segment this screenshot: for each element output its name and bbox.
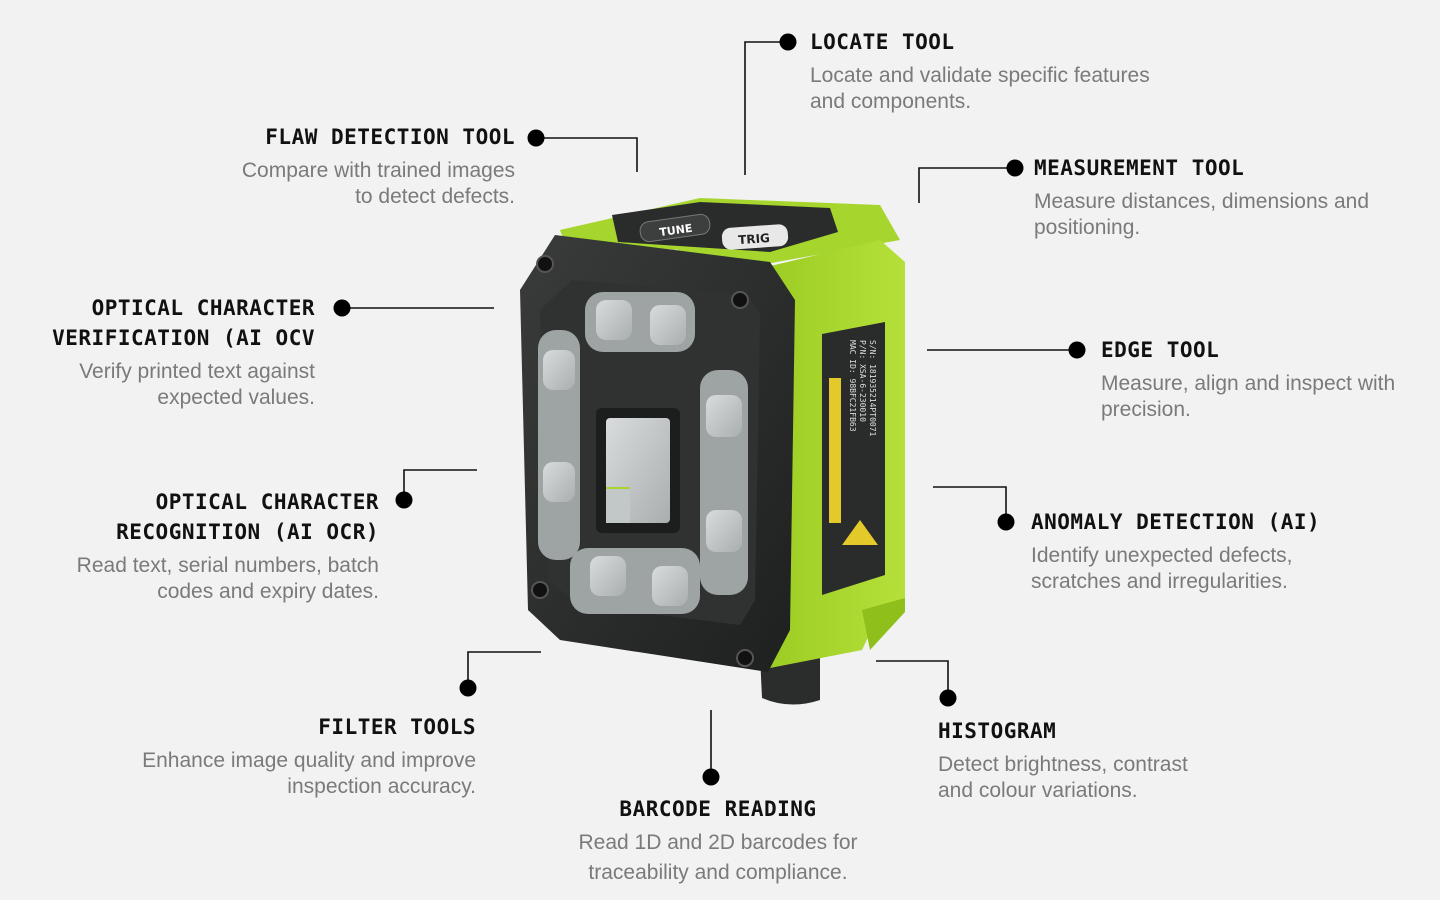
callout-description: Identify unexpected defects, scratches a… xyxy=(1031,544,1293,593)
callout-title: OPTICAL CHARACTER VERIFICATION (AI OCV xyxy=(52,296,315,350)
callout-description: Locate and validate specific features an… xyxy=(810,64,1150,113)
callout-title: EDGE TOOL xyxy=(1101,338,1220,362)
label-text: MAC ID: 98BFC21FB63 xyxy=(848,340,857,432)
callout-ocr: OPTICAL CHARACTER RECOGNITION (AI OCR) R… xyxy=(10,487,379,605)
dot-measurement xyxy=(1006,159,1024,177)
dot-edge xyxy=(1068,341,1086,359)
callout-measurement-tool: MEASUREMENT TOOL Measure distances, dime… xyxy=(1034,153,1429,241)
callout-title: MEASUREMENT TOOL xyxy=(1034,156,1245,180)
callout-description: Enhance image quality and improve inspec… xyxy=(142,749,476,798)
callout-description: Read text, serial numbers, batch codes a… xyxy=(76,554,379,603)
dot-histogram xyxy=(939,689,957,707)
svg-text:S/N: 181935214PT0071: S/N: 181935214PT0071 xyxy=(868,340,877,437)
illumination-leds xyxy=(538,292,748,614)
callout-filter-tools: FILTER TOOLS Enhance image quality and i… xyxy=(76,712,476,800)
leader-anomaly xyxy=(933,486,1007,522)
callout-title: BARCODE READING xyxy=(619,797,817,821)
dot-locate xyxy=(779,33,797,51)
screw xyxy=(531,581,549,599)
leader-filter xyxy=(467,651,541,688)
tune-text: TUNE xyxy=(659,222,694,239)
dot-anomaly xyxy=(997,513,1015,531)
callout-description: Measure distances, dimensions and positi… xyxy=(1034,190,1370,239)
callout-barcode-reading: BARCODE READING Read 1D and 2D barcodes … xyxy=(543,794,893,888)
screw xyxy=(736,649,754,667)
dot-barcode xyxy=(702,768,720,786)
leader-locate xyxy=(744,41,788,175)
callout-title: OPTICAL CHARACTER RECOGNITION (AI OCR) xyxy=(116,490,379,544)
dot-flaw xyxy=(527,129,545,147)
callout-ocv: OPTICAL CHARACTER VERIFICATION (AI OCV V… xyxy=(0,293,315,411)
screw xyxy=(536,255,554,273)
tune-button xyxy=(639,213,711,243)
callout-flaw-detection-tool: FLAW DETECTION TOOL Compare with trained… xyxy=(150,122,515,210)
leader-flaw xyxy=(536,137,638,172)
callout-title: LOCATE TOOL xyxy=(810,30,955,54)
callout-description: Measure, align and inspect with precisio… xyxy=(1101,372,1396,421)
callout-description: Verify printed text against expected val… xyxy=(79,360,315,409)
callout-title: ANOMALY DETECTION (AI) xyxy=(1031,510,1321,534)
leader-histogram xyxy=(876,660,949,698)
callout-locate-tool: LOCATE TOOL Locate and validate specific… xyxy=(810,27,1230,115)
callout-title: FILTER TOOLS xyxy=(318,715,476,739)
trig-button xyxy=(721,224,789,250)
callout-description: Read 1D and 2D barcodes for traceability… xyxy=(578,831,858,884)
callout-anomaly-detection: ANOMALY DETECTION (AI) Identify unexpect… xyxy=(1031,507,1401,595)
callout-title: HISTOGRAM xyxy=(938,719,1057,743)
leader-measurement xyxy=(918,167,1015,203)
dot-ocv xyxy=(333,299,351,317)
trig-text: TRIG xyxy=(738,231,771,247)
callout-description: Detect brightness, contrast and colour v… xyxy=(938,753,1188,802)
screw xyxy=(731,291,749,309)
callout-description: Compare with trained images to detect de… xyxy=(241,159,515,208)
dot-filter xyxy=(459,679,477,697)
dot-ocr xyxy=(395,491,413,509)
callout-title: FLAW DETECTION TOOL xyxy=(265,125,515,149)
leader-ocr xyxy=(403,469,477,500)
callout-histogram: HISTOGRAM Detect brightness, contrast an… xyxy=(938,716,1258,804)
callout-edge-tool: EDGE TOOL Measure, align and inspect wit… xyxy=(1101,335,1436,423)
svg-text:P/N: XSA-6-230010: P/N: XSA-6-230010 xyxy=(858,340,867,422)
